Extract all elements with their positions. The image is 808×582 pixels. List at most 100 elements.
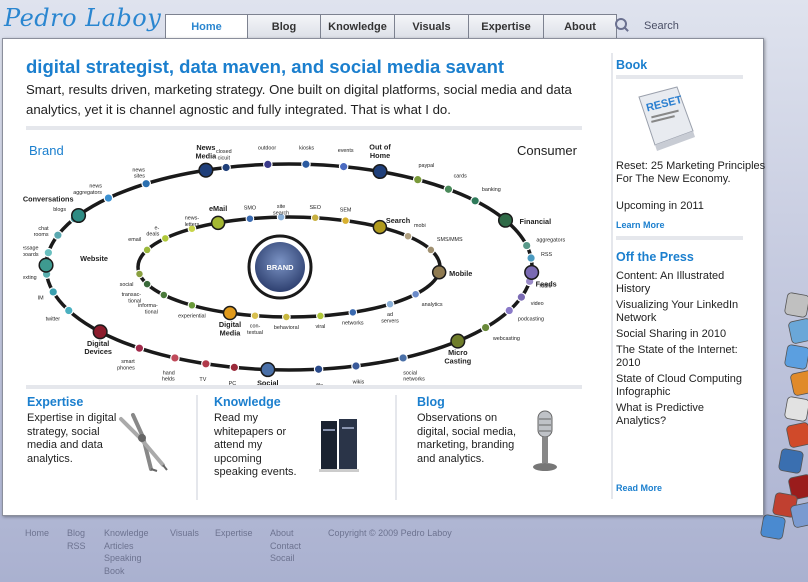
diagram-node-label: SEM [340,208,352,214]
press-item[interactable]: Content: An Illustrated History [616,270,725,295]
diagram-node-label: cards [454,174,467,180]
footer-link[interactable]: Socail [270,553,295,563]
diagram-node [48,287,59,297]
nav-tab-blog[interactable]: Blog [247,14,321,38]
diagram-node-label: twitter [46,316,61,322]
divider [26,385,582,389]
diagram-node [480,322,491,333]
diagram-node [310,213,320,223]
diagram-node-label: con-textual [247,324,263,336]
footer-link[interactable]: RSS [67,540,86,551]
diagram-node-label: email [128,237,141,243]
diagram-node [426,245,436,255]
knowledge-title[interactable]: Knowledge [214,395,281,409]
diagram-node [245,214,255,224]
dock-app-icon [786,422,808,448]
diagram-node [521,240,532,251]
diagram-node-label: viral [315,324,325,330]
diagram-major-node [372,219,388,235]
footer-link[interactable]: Blog [67,528,86,538]
diagram-node [201,358,211,369]
footer-link[interactable]: Home [25,528,50,538]
nav-tab-expertise[interactable]: Expertise [468,14,544,38]
diagram-consumer-label: Consumer [517,143,577,158]
press-item[interactable]: What is Predictive Analytics? [616,402,705,427]
search-box [612,16,784,36]
diagram-node [470,195,480,206]
knowledge-text: Read my whitepapers or attend my upcomin… [214,412,297,478]
diagram-node [229,362,240,373]
divider [26,126,582,130]
footer-col-expertise: Expertise [215,527,253,540]
divider [616,75,743,79]
diagram-node-label: RSS [541,252,552,258]
main-panel: digital strategist, data maven, and soci… [2,38,766,516]
dock-app-icon [760,514,786,540]
footer-link[interactable]: Expertise [215,528,253,538]
footer-link[interactable]: Articles [104,540,134,551]
search-input[interactable] [644,17,784,35]
book-learn-more-link[interactable]: Learn More [616,220,665,230]
diagram-node-label: analytics [422,302,443,308]
expertise-title[interactable]: Expertise [27,395,84,409]
diagram-node [135,269,144,279]
diagram-node-label: blogs [53,207,66,213]
diagram-node-label: SEO [310,205,321,211]
press-item[interactable]: Visualizing Your LinkedIn Network [616,299,739,324]
dock-app-icon [790,370,808,396]
book-description: Reset: 25 Marketing Principles For The N… [616,160,766,185]
diagram-node [403,231,413,241]
search-icon[interactable] [612,16,632,36]
dock-app-icon [790,502,808,528]
diagram-major-node [524,264,540,280]
diagram-node-label: SMO [244,206,256,212]
book-release: Upcoming in 2011 [616,200,704,212]
diagram-major-node-label: Feeds [536,279,557,288]
blog-text: Observations on digital, social media, m… [417,412,517,465]
diagram-node [263,159,273,170]
diagram-major-node-label: Mobile [449,269,472,278]
divider [616,236,743,240]
footer-link[interactable]: Speaking [104,553,142,563]
diagram-major-node [260,362,276,378]
press-read-more-link[interactable]: Read More [616,483,663,493]
diagram-major-node-label: Financial [520,217,552,226]
diagram-node-label: e-deals [146,225,159,237]
diagram-node [276,212,286,222]
press-item[interactable]: State of Cloud Computing Infographic [616,373,742,398]
nav-tab-visuals[interactable]: Visuals [394,14,469,38]
diagram-node-label: mobi [414,223,426,229]
nav-tab-about[interactable]: About [543,14,617,38]
diagram-node-label: news-letters [185,216,200,228]
diagram-node-label: SMS/MMS [437,237,463,243]
diagram-node-label: radio [539,283,551,289]
press-item[interactable]: The State of the Internet: 2010 [616,344,738,369]
press-item[interactable]: Social Sharing in 2010 [616,328,727,340]
site-logo[interactable]: Pedro Laboy [4,4,162,32]
footer-link[interactable]: Contact [270,540,302,551]
footer-link[interactable]: Visuals [170,528,199,538]
blog-title[interactable]: Blog [417,395,445,409]
diagram-node-label: video [531,301,544,307]
footer-link[interactable]: Knowledge [104,528,149,538]
book-cover-image[interactable]: RESET [631,83,701,153]
footer-link[interactable]: Book [104,565,125,576]
nav-tab-home[interactable]: Home [165,14,248,39]
nav-tab-knowledge[interactable]: Knowledge [320,14,395,38]
diagram-major-node [222,305,238,321]
diagram-node [142,245,152,255]
diagram-node [385,299,395,309]
diagram-node [443,184,454,195]
dock-app-icon [784,344,808,370]
footer-link[interactable]: About [270,528,294,538]
diagram-node [526,253,536,263]
diagram-node [338,161,349,172]
